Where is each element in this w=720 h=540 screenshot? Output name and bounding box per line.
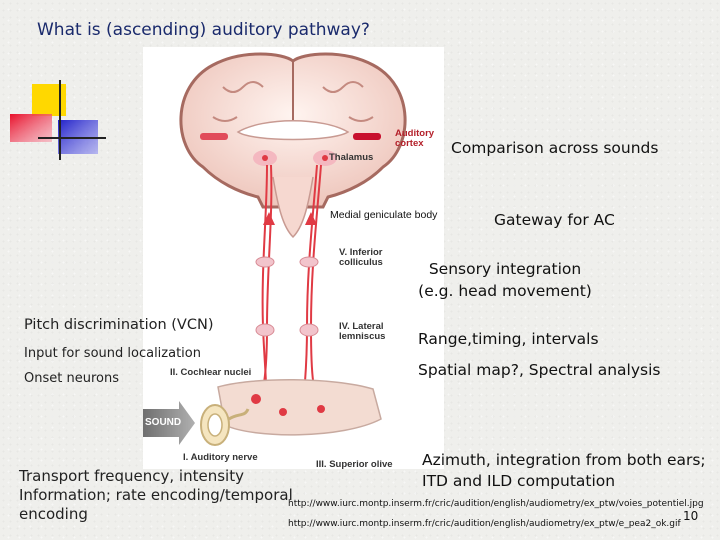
brainstem [217,378,382,436]
label-lateral-lemniscus: IV. Lateral lemniscus [339,321,386,342]
label-cochlear-nuclei: II. Cochlear nuclei [170,367,252,378]
annotation-range-timing: Range,timing, intervals [418,330,599,348]
cochlea [200,404,250,446]
decorative-logo [10,80,106,160]
annotation-pitch: Pitch discrimination (VCN) [24,317,214,333]
arrowheads [263,212,317,225]
auditory-cortex-right [353,133,381,140]
cochlear-nucleus [251,394,261,404]
annotation-sensory-integration: Sensory integration (e.g. head movement) [418,260,592,300]
label-thalamus: Thalamus [329,152,374,163]
annotation-gateway: Gateway for AC [494,211,615,229]
annotation-spatial-map: Spatial map?, Spectral analysis [418,361,661,379]
slide-title: What is (ascending) auditory pathway? [37,20,370,40]
annotation-onset: Onset neurons [24,371,119,386]
auditory-cortex-left [200,133,228,140]
annotation-comparison: Comparison across sounds [451,139,659,157]
lateral-lemniscus-left [255,323,275,337]
label-superior-olive: III. Superior olive [316,459,393,470]
sound-arrow [143,401,195,445]
label-auditory-nerve: I. Auditory nerve [183,452,258,463]
lateral-lemniscus-right [299,323,319,337]
auditory-pathway-figure: Auditory cortex Thalamus Medial genicula… [143,47,444,470]
reference-url-2: http://www.iurc.montp.inserm.fr/cric/aud… [288,519,681,529]
label-medial-geniculate: Medial geniculate body [330,209,438,221]
annotation-transport: Transport frequency, intensity Informati… [19,467,293,523]
reference-url-1: http://www.iurc.montp.inserm.fr/cric/aud… [288,499,704,509]
label-sound: SOUND [145,417,182,428]
annotation-azimuth: Azimuth, integration from both ears; ITD… [422,451,706,490]
superior-olive-right [317,405,325,413]
page-number: 10 [683,509,699,523]
nuclei [255,256,319,337]
inferior-colliculus-left [255,256,275,268]
inferior-colliculus-right [299,256,319,268]
label-inferior-colliculus: V. Inferior colliculus [339,247,383,268]
pathway-drawing [143,52,407,446]
label-auditory-cortex: Auditory cortex [395,128,435,149]
annotation-sound-localization: Input for sound localization [24,346,201,361]
